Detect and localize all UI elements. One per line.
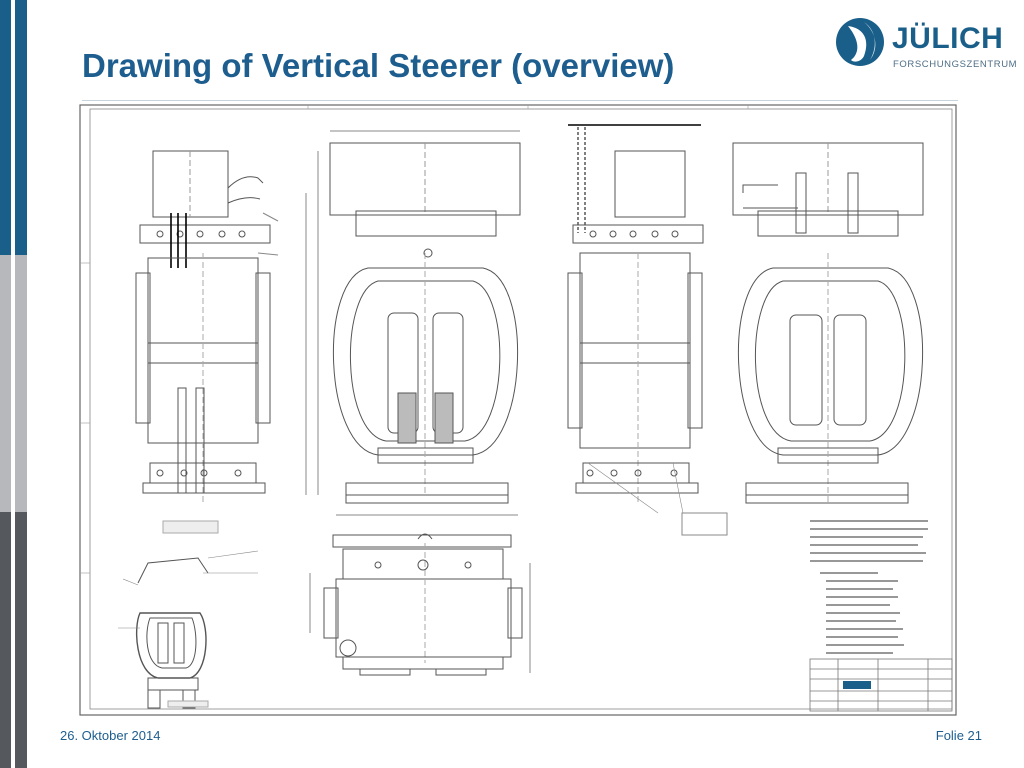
logo-name: JÜLICH xyxy=(892,22,1004,55)
slide-number: Folie 21 xyxy=(935,728,982,743)
technical-drawing xyxy=(79,104,957,716)
footer-date: 26. Oktober 2014 xyxy=(60,728,161,743)
title-block xyxy=(809,658,953,712)
juelich-logo: JÜLICH FORSCHUNGSZENTRUM xyxy=(834,16,1017,76)
logo-subtitle: FORSCHUNGSZENTRUM xyxy=(893,59,1018,70)
logo-mark-icon xyxy=(836,18,884,66)
side-view xyxy=(567,124,728,536)
section-view xyxy=(305,130,521,516)
top-view xyxy=(309,533,531,676)
rear-view xyxy=(732,142,924,504)
front-view xyxy=(135,150,279,503)
slide-title: Drawing of Vertical Steerer (overview) xyxy=(82,47,675,84)
title-divider xyxy=(82,100,958,101)
notes-block xyxy=(810,520,928,654)
accent-bar-gap xyxy=(11,0,15,768)
isometric-view xyxy=(118,520,259,709)
